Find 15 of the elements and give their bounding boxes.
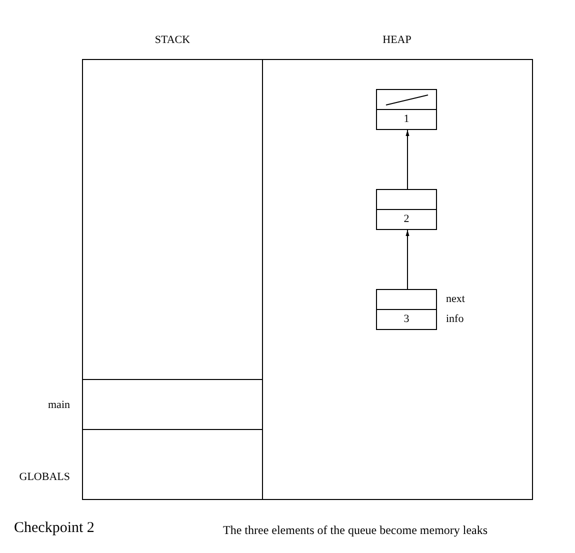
info-value: 1: [404, 113, 410, 125]
pointer-arrow: [406, 230, 410, 290]
pointer-arrow: [406, 130, 410, 190]
field-name: next: [446, 293, 465, 305]
list-node-box: [376, 89, 437, 130]
region-heading: HEAP: [382, 34, 412, 46]
frame-label: GLOBALS: [19, 471, 70, 483]
info-value: 2: [404, 213, 410, 225]
frame-label: main: [48, 398, 70, 410]
list-node-box: [376, 189, 437, 230]
info-value: 3: [404, 313, 410, 325]
caption: The three elements of the queue become memory leaks: [223, 523, 488, 538]
field-name: info: [446, 313, 464, 325]
region-heading: STACK: [154, 34, 190, 46]
diagram-title: Checkpoint 2: [14, 520, 94, 537]
